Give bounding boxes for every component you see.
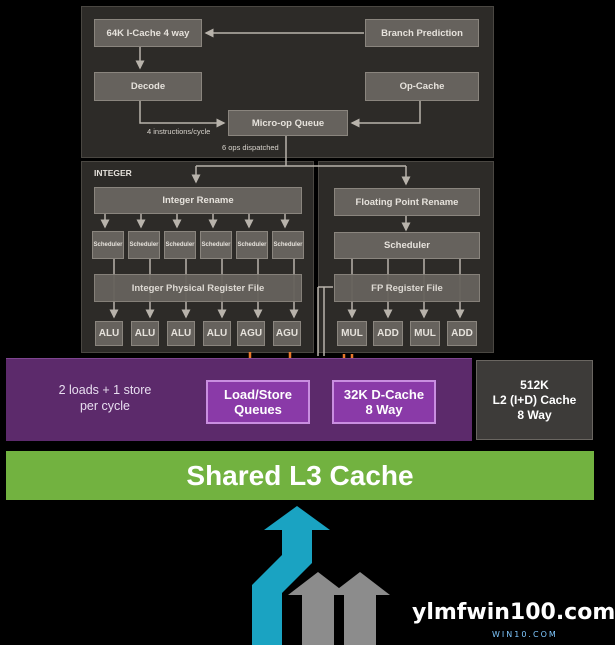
- fp-unit-add-1: ADD: [373, 321, 403, 346]
- branch-prediction-block: Branch Prediction: [365, 19, 479, 47]
- int-scheduler-1: Scheduler: [92, 231, 124, 259]
- l2-line-3: 8 Way: [517, 407, 552, 422]
- teal-up-arrow: [252, 506, 330, 645]
- integer-register-file-block: Integer Physical Register File: [94, 274, 302, 302]
- watermark-text: ylmfwin100.com: [412, 600, 615, 625]
- icache-block: 64K I-Cache 4 way: [94, 19, 202, 47]
- gray-up-arrow-1: [288, 572, 348, 645]
- fp-scheduler-block: Scheduler: [334, 232, 480, 259]
- ops-dispatched-label: 6 ops dispatched: [222, 143, 279, 152]
- load-store-queues-block: Load/Store Queues: [206, 380, 310, 424]
- gray-up-arrow-2: [330, 572, 390, 645]
- l2-line-1: 512K: [520, 377, 549, 392]
- micro-op-queue-block: Micro-op Queue: [228, 110, 348, 136]
- decode-block: Decode: [94, 72, 202, 101]
- int-scheduler-5: Scheduler: [236, 231, 268, 259]
- shared-l3-cache-block: Shared L3 Cache: [6, 451, 594, 500]
- int-scheduler-6: Scheduler: [272, 231, 304, 259]
- loads-line-2: per cycle: [79, 399, 131, 413]
- lsq-line-2: Queues: [234, 402, 282, 417]
- int-unit-alu-4: ALU: [203, 321, 231, 346]
- int-unit-agu-1: AGU: [237, 321, 265, 346]
- fp-unit-mul-2: MUL: [410, 321, 440, 346]
- l2-line-2: L2 (I+D) Cache: [492, 392, 577, 407]
- int-unit-agu-2: AGU: [273, 321, 301, 346]
- integer-rename-block: Integer Rename: [94, 187, 302, 214]
- dcache-line-1: 32K D-Cache: [343, 387, 425, 402]
- d-cache-block: 32K D-Cache 8 Way: [332, 380, 436, 424]
- instructions-per-cycle-label: 4 instructions/cycle: [147, 127, 211, 136]
- loads-line-1: 2 loads + 1 store: [58, 383, 152, 397]
- loads-per-cycle-label: 2 loads + 1 store per cycle: [20, 382, 190, 414]
- watermark-subtext: WIN10.COM: [492, 630, 558, 639]
- integer-title: INTEGER: [94, 168, 132, 178]
- lsq-line-1: Load/Store: [224, 387, 292, 402]
- int-unit-alu-3: ALU: [167, 321, 195, 346]
- fp-rename-block: Floating Point Rename: [334, 188, 480, 216]
- fp-unit-add-2: ADD: [447, 321, 477, 346]
- fp-register-file-block: FP Register File: [334, 274, 480, 302]
- int-unit-alu-1: ALU: [95, 321, 123, 346]
- int-scheduler-2: Scheduler: [128, 231, 160, 259]
- memory-arrows: [252, 506, 390, 645]
- op-cache-block: Op-Cache: [365, 72, 479, 101]
- fp-unit-mul-1: MUL: [337, 321, 367, 346]
- int-scheduler-4: Scheduler: [200, 231, 232, 259]
- int-unit-alu-2: ALU: [131, 321, 159, 346]
- int-scheduler-3: Scheduler: [164, 231, 196, 259]
- l2-cache-block: 512K L2 (I+D) Cache 8 Way: [476, 360, 593, 440]
- dcache-line-2: 8 Way: [365, 402, 403, 417]
- zen-core-block-diagram: 64K I-Cache 4 way Branch Prediction Deco…: [6, 6, 615, 645]
